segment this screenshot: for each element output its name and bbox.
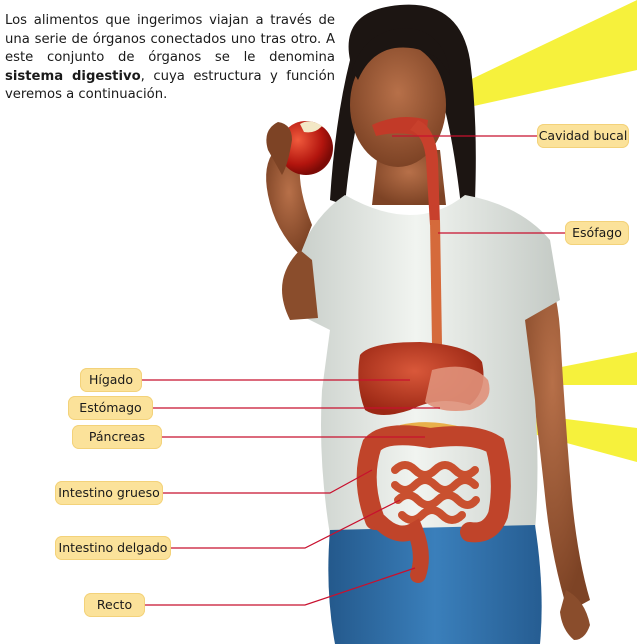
rectum — [372, 514, 429, 583]
left-upper-arm — [282, 250, 318, 320]
leader-recto — [145, 567, 416, 606]
intro-text: Los alimentos que ingerimos viajan a tra… — [5, 12, 335, 105]
right-hand — [560, 590, 590, 640]
esophagus — [430, 220, 442, 345]
leader-intestino-grueso — [163, 469, 373, 494]
stomach — [425, 366, 490, 411]
label-pancreas: Páncreas — [72, 425, 162, 449]
apple-bite — [300, 121, 322, 133]
apple-icon — [279, 121, 333, 175]
intro-text-part2: , cuya estructura y función veremos a co… — [5, 68, 335, 103]
jeans — [328, 525, 542, 644]
intro-keyword: sistema digestivo — [5, 68, 141, 84]
label-recto: Recto — [84, 593, 145, 617]
label-estomago: Estómago — [68, 396, 153, 420]
label-intestino-delgado: Intestino delgado — [55, 536, 171, 560]
label-esofago: Esófago — [565, 221, 629, 245]
mouth-cavity — [372, 116, 428, 138]
label-cavidad-bucal: Cavidad bucal — [537, 124, 629, 148]
left-arm — [266, 150, 312, 255]
small-intestine — [391, 461, 480, 524]
label-intestino-grueso: Intestino grueso — [55, 481, 163, 505]
large-intestine — [356, 425, 511, 543]
hair-front — [352, 28, 450, 80]
intro-text-part1: Los alimentos que ingerimos viajan a tra… — [5, 13, 335, 65]
right-arm — [515, 230, 590, 612]
label-higado: Hígado — [80, 368, 142, 392]
pharynx — [410, 120, 440, 225]
leader-intestino-delgado — [171, 499, 401, 549]
hand-holding-apple — [266, 122, 292, 175]
